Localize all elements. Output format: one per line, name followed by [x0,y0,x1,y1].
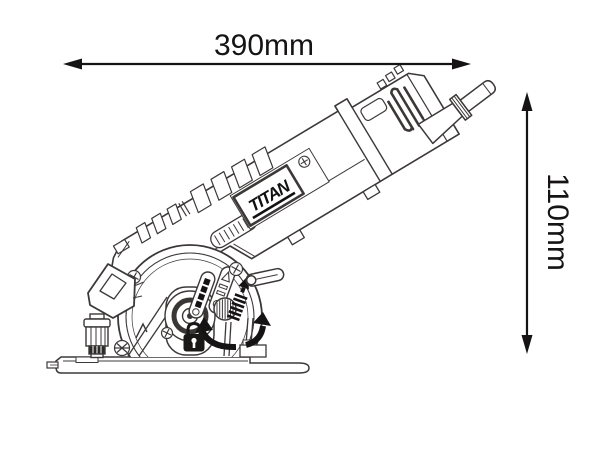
handle-buttons [376,64,405,90]
width-dimension-label: 390mm [214,29,314,62]
guard-chevron-mark [135,322,148,339]
body-foot-tab [362,183,381,201]
depth-stop-knob [83,313,111,359]
arrow-up-icon [521,92,533,111]
titan-logo-box [232,164,305,227]
cw-rotation-arrow-icon [245,312,271,348]
depth-adjust-wheel [213,297,237,321]
arrow-right-icon [452,58,471,70]
knurled-screw-icon [113,339,131,357]
body-foot-tab [287,229,305,246]
screw-icon [160,326,174,340]
screw-icon [228,261,244,277]
nose-bump [112,238,130,255]
arrow-down-icon [521,335,533,354]
cable-clamp [448,93,473,121]
depth-scale-slot-left [188,271,216,319]
base-plate [46,356,310,374]
handle-vents [387,86,426,132]
front-grip-pads [135,200,191,244]
brand-panel: TITAN [229,147,330,230]
cable-end [459,79,496,113]
power-cable [417,79,496,145]
height-dimension: 110mm [521,92,574,354]
height-dimension-label: 110mm [541,173,574,271]
front-guard-frame [87,263,145,319]
handle-pad [360,97,388,122]
arrow-left-icon [63,58,82,70]
plunge-lever [245,267,285,287]
handle-collar [334,105,393,182]
rear-foot [239,344,267,358]
blade-edge [131,258,249,357]
panel-screw-icon [298,155,311,168]
padlock-icon [183,321,205,352]
width-dimension: 390mm [63,29,471,70]
main-grip-pads [189,146,274,214]
